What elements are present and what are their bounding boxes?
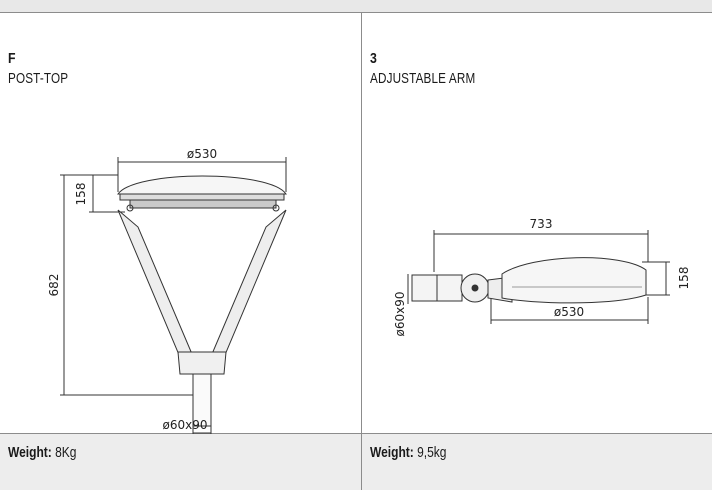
canopy-rim	[119, 193, 285, 201]
panel-adjustable-arm: 3 ADJUSTABLE ARM	[362, 12, 712, 434]
weight-value: 8Kg	[55, 444, 77, 461]
mounting-type: POST-TOP	[8, 70, 69, 87]
mounting-type: ADJUSTABLE ARM	[370, 70, 476, 87]
weight-value: 9,5kg	[417, 444, 447, 461]
arm-luminaire-drawing: 733 158 ø530 ø60x90	[393, 217, 691, 337]
base-hub	[177, 351, 227, 375]
panel-post-top: F POST-TOP	[0, 12, 362, 434]
left-arm	[117, 209, 193, 363]
spigot-label: ø60x90	[163, 418, 208, 432]
spigot	[192, 373, 212, 427]
optic-housing	[129, 199, 277, 209]
top-height-label: 158	[74, 183, 88, 206]
weight-label: Weight:	[8, 444, 52, 461]
mounting-code: 3	[370, 50, 377, 67]
diameter-label: ø530	[554, 305, 584, 319]
diameter-label: ø530	[187, 147, 217, 161]
post-top-luminaire-drawing: ø530 158 682 ø60x90	[47, 147, 287, 434]
weight-bar-left: Weight: 8Kg	[0, 434, 362, 490]
weight-label: Weight:	[370, 444, 414, 461]
total-height-label: 682	[47, 274, 61, 297]
canopy-dome	[117, 175, 287, 195]
spigot-label: ø60x90	[393, 292, 407, 337]
luminaire-head	[501, 257, 647, 304]
weight-bar-right: Weight: 9,5kg	[362, 434, 712, 490]
header-strip	[0, 0, 712, 13]
right-arm	[211, 209, 287, 363]
mounting-code: F	[8, 50, 16, 67]
height-label: 158	[677, 267, 691, 290]
length-label: 733	[530, 217, 553, 231]
